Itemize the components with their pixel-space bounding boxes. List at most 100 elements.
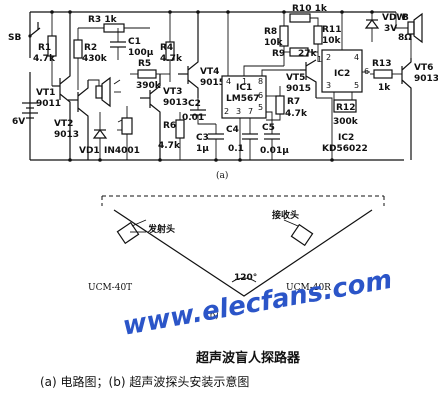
c1-label: C1 — [128, 37, 141, 47]
c1-value: 100μ — [128, 48, 154, 58]
vt2-value: 9013 — [54, 130, 79, 140]
r10-label: R10 1k — [292, 4, 328, 14]
vt1-label: VT1 — [36, 88, 55, 98]
ic1-pin-6: 6 — [258, 91, 263, 100]
c5-value: 0.01μ — [260, 146, 289, 156]
resistor-r6: R6 4.7k — [158, 112, 185, 160]
r9-label: R9 — [272, 49, 285, 59]
ic1-pin-7: 7 — [248, 107, 253, 116]
mounting-diagram: 发射头 接收头 120° UCM-40T UCM-40R (b) — [88, 195, 385, 321]
vd1-label: VD1 — [79, 146, 100, 156]
ultrasonic-transmitter-symbol — [88, 76, 121, 108]
ic2-label: IC2 — [334, 69, 350, 79]
switch-sb-label: SB — [8, 33, 21, 43]
vdw-value: 3V — [384, 24, 397, 34]
transmitter-probe-icon — [116, 219, 147, 245]
resistor-r11: R11 10k — [313, 25, 342, 62]
ic1-pin-3: 3 — [236, 107, 241, 116]
diode-vd1: VD1 IN4001 — [79, 112, 140, 160]
capacitor-c2: C2 0.01 — [182, 98, 216, 125]
r13-label: R13 — [372, 59, 391, 69]
r7-label: R7 — [287, 97, 300, 107]
r6-label: R6 — [163, 121, 176, 131]
right-probe-model: UCM-40R — [286, 283, 331, 293]
r2-value: 430k — [82, 54, 108, 64]
ic1-pin-2: 2 — [224, 107, 229, 116]
speaker-label: B — [402, 13, 409, 23]
transistor-vt6: VT6 9013 — [401, 58, 438, 160]
vt1-value: 9011 — [36, 99, 61, 109]
resistor-r13: R13 1k — [370, 59, 402, 93]
circuit-diagram: SB 6V R1 4.7k VT1 9011 — [8, 4, 438, 181]
capacitor-c4: C4 0.1 — [226, 118, 258, 160]
r9-value: 27k — [298, 49, 318, 59]
c3-value: 1μ — [196, 144, 209, 154]
figure-caption: (a) 电路图；(b) 超声波探头安装示意图 — [40, 374, 249, 389]
r13-value: 1k — [378, 83, 391, 93]
ic2-pin-6: 6 — [364, 67, 369, 76]
resistor-r5: R5 390k — [130, 59, 170, 91]
ic2-caption-value: KD56022 — [322, 144, 368, 154]
ic1-pin-8: 8 — [258, 77, 263, 86]
ic2-pin-2: 2 — [326, 53, 331, 62]
vt3-label: VT3 — [163, 87, 182, 97]
ic2-pin-5: 5 — [354, 81, 359, 90]
angle-label: 120° — [234, 273, 257, 283]
c4-value: 0.1 — [228, 144, 244, 154]
ic2-caption: IC2 — [338, 133, 354, 143]
resistor-r1: R1 4.7k — [33, 12, 57, 86]
r12-label: R12 — [336, 103, 355, 113]
r8-label: R8 — [264, 27, 277, 37]
vt2-label: VT2 — [54, 119, 73, 129]
transistor-vt1: VT1 9011 — [36, 12, 71, 160]
r5-value: 390k — [136, 81, 162, 91]
vt6-label: VT6 — [414, 63, 433, 73]
battery: 6V — [12, 72, 38, 160]
r1-value: 4.7k — [33, 54, 56, 64]
r5-label: R5 — [138, 59, 151, 69]
c4-label: C4 — [226, 125, 239, 135]
vdw-label: VDW — [382, 13, 406, 23]
battery-voltage-label: 6V — [12, 117, 25, 127]
watermark-text: www.elecfans.com — [120, 265, 394, 342]
circuit-subfigure-label: (a) — [216, 170, 228, 181]
r1-label: R1 — [38, 43, 51, 53]
vt4-value: 9015 — [200, 78, 225, 88]
c2-label: C2 — [188, 99, 201, 109]
ic1-label: IC1 — [236, 83, 252, 93]
r8-value: 10k — [264, 38, 284, 48]
vt6-value: 9013 — [414, 74, 438, 84]
capacitor-c5: C5 0.01μ — [260, 111, 289, 160]
transmitter-label: 发射头 — [147, 223, 175, 235]
ic1-value: LM567 — [226, 94, 259, 104]
speaker-b: B 8Ω — [395, 12, 423, 58]
transistor-vt4: VT4 9015 — [178, 12, 225, 98]
resistor-r7: R7 4.7k — [266, 86, 308, 121]
vd1-value: IN4001 — [104, 146, 140, 156]
resistor-r10: R10 1k — [289, 4, 328, 26]
resistor-r12: R12 300k — [333, 99, 359, 127]
ic1-lm567: IC1 LM567 4 1 8 2 6 3 7 5 — [221, 12, 300, 160]
r3-label: R3 1k — [88, 15, 118, 25]
ultrasonic-receiver-symbol — [117, 106, 133, 160]
ic1-pin-5: 5 — [258, 103, 263, 112]
r12-value: 300k — [333, 117, 359, 127]
capacitor-c1: C1 100μ — [110, 28, 154, 60]
mounting-subfigure-label: (b) — [206, 310, 219, 321]
resistor-r9: R9 27k — [272, 47, 318, 59]
r7-value: 4.7k — [285, 109, 308, 119]
c3-label: C3 — [196, 133, 209, 143]
resistor-r2: R2 430k — [73, 28, 108, 90]
vt4-label: VT4 — [200, 67, 219, 77]
receiver-label: 接收头 — [272, 209, 299, 221]
vt5-label: VT5 — [286, 73, 305, 83]
c2-value: 0.01 — [182, 113, 204, 123]
r4-label: R4 — [160, 43, 173, 53]
ic2-pin-3: 3 — [326, 81, 331, 90]
ic1-pin-4: 4 — [226, 77, 231, 86]
transistor-vt2: VT2 9013 — [54, 80, 89, 160]
r4-value: 4.7k — [160, 54, 183, 64]
c5-label: C5 — [262, 123, 275, 133]
resistor-r4: R4 4.7k — [160, 12, 183, 82]
